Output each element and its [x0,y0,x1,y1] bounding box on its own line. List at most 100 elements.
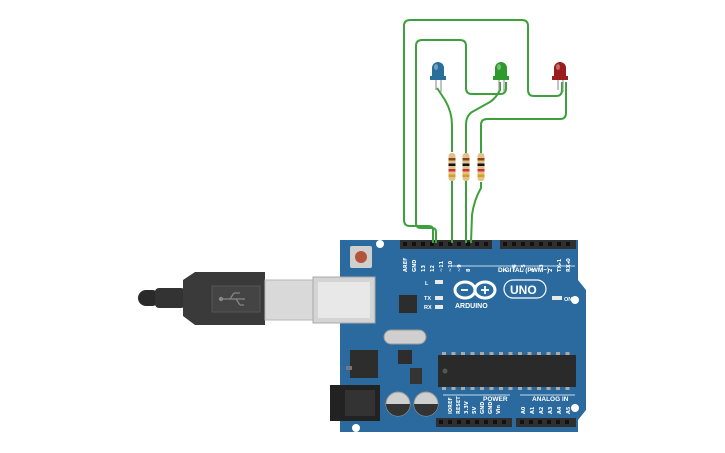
pin-label-analog-1: A1 [530,406,536,414]
header-hole[interactable] [530,242,534,246]
header-hole[interactable] [556,420,560,424]
pin-label-analog-0: A0 [521,406,527,414]
header-hole[interactable] [448,420,452,424]
header-hole[interactable] [566,242,570,246]
header-hole[interactable] [457,420,461,424]
pin-label-digital-2: ~5 [521,264,527,272]
pin-label-digital-4: ~11 [439,260,445,272]
pin-label-power-6: Vin [496,405,502,414]
header-hole[interactable] [466,420,470,424]
pin-label-power-1: RESET [456,396,462,414]
digital-label: DIGITAL (PWM~) [498,267,549,274]
header-hole[interactable] [475,420,479,424]
small-chip [398,350,412,364]
wire-res1 [436,87,453,152]
uno-badge: UNO [503,279,547,299]
header-hole[interactable] [493,420,497,424]
arduino-logo: ARDUINO [453,280,497,310]
pin-label-analog-2: A2 [539,406,545,414]
pin-label-digital-5: 2 [548,268,554,272]
led-blue[interactable] [430,62,446,80]
header-hole[interactable] [538,420,542,424]
digital-header-right [500,240,576,249]
header-hole[interactable] [484,242,488,246]
pin-label-power-2: 3.3V [464,401,470,414]
pin-label-digital-6: ~9 [457,264,463,272]
power-jack-face [345,390,375,416]
usb-cable-collar [155,288,185,308]
led-red[interactable] [552,62,568,80]
chip-pins [442,387,570,390]
header-hole[interactable] [412,242,416,246]
pin-label-digital-6: TX▸1 [557,258,563,272]
header-hole[interactable] [557,242,561,246]
pin-label-digital-0: 7 [503,268,509,272]
wire-res2 [465,82,501,155]
pin-label-power-5: GND [488,402,494,414]
pin-label-digital-3: 4 [530,268,536,272]
usb-port-inner [318,282,370,318]
resistor[interactable] [477,153,485,181]
header-hole[interactable] [502,420,506,424]
pin-label-digital-7: 8 [466,268,472,272]
header-hole[interactable] [439,242,443,246]
wires [403,19,567,244]
usb-chip [399,295,417,313]
header-hole[interactable] [484,420,488,424]
capacitor [413,391,439,417]
header-hole[interactable] [548,242,552,246]
power-header [436,418,512,427]
pin-label-digital-5: ~10 [448,260,454,272]
header-hole[interactable] [403,242,407,246]
header-hole[interactable] [475,242,479,246]
header-hole[interactable] [457,242,461,246]
led-green[interactable] [493,62,509,80]
power-on-led: ON [552,296,572,303]
usb-icon [218,292,245,306]
header-hole[interactable] [529,420,533,424]
usb-cable[interactable] [138,272,318,325]
mounting-hole [352,424,360,432]
header-hole[interactable] [520,420,524,424]
reset-button[interactable] [355,251,367,263]
usb-metal-shell [264,279,318,321]
led-rx-label: RX [424,305,432,311]
header-hole[interactable] [503,242,507,246]
atmega-chip [438,355,576,387]
analog-header [516,418,576,427]
uno-text: UNO [510,283,537,297]
header-hole[interactable] [565,420,569,424]
header-hole[interactable] [547,420,551,424]
header-hole[interactable] [466,242,470,246]
voltage-regulator [350,350,378,378]
header-hole[interactable] [430,242,434,246]
pin-label-digital-1: ~6 [512,264,518,272]
led-l [435,280,443,284]
capacitor [385,391,411,417]
header-hole[interactable] [439,420,443,424]
usb-cable-strain-relief [138,290,160,306]
header-hole[interactable] [539,242,543,246]
pin-label-digital-4: ~3 [539,264,545,272]
led-tx [435,296,443,300]
wire-green-led [415,39,507,243]
crystal-oscillator [383,329,427,345]
power-label: POWER [483,396,508,403]
resistor[interactable] [462,153,470,181]
header-hole[interactable] [421,242,425,246]
wire-res3 [480,82,567,155]
header-hole[interactable] [448,242,452,246]
header-hole[interactable] [512,242,516,246]
wire-res3-low [470,182,482,244]
header-hole[interactable] [521,242,525,246]
chip-pins [442,352,570,355]
mounting-hole [571,404,579,412]
pin-label-power-4: GND [480,402,486,414]
pin-label-digital-3: 12 [430,265,436,272]
pin-label-power-0: IOREF [448,397,454,414]
led-tx-label: TX [424,296,431,302]
resistor[interactable] [448,153,456,181]
mounting-hole [376,240,384,248]
